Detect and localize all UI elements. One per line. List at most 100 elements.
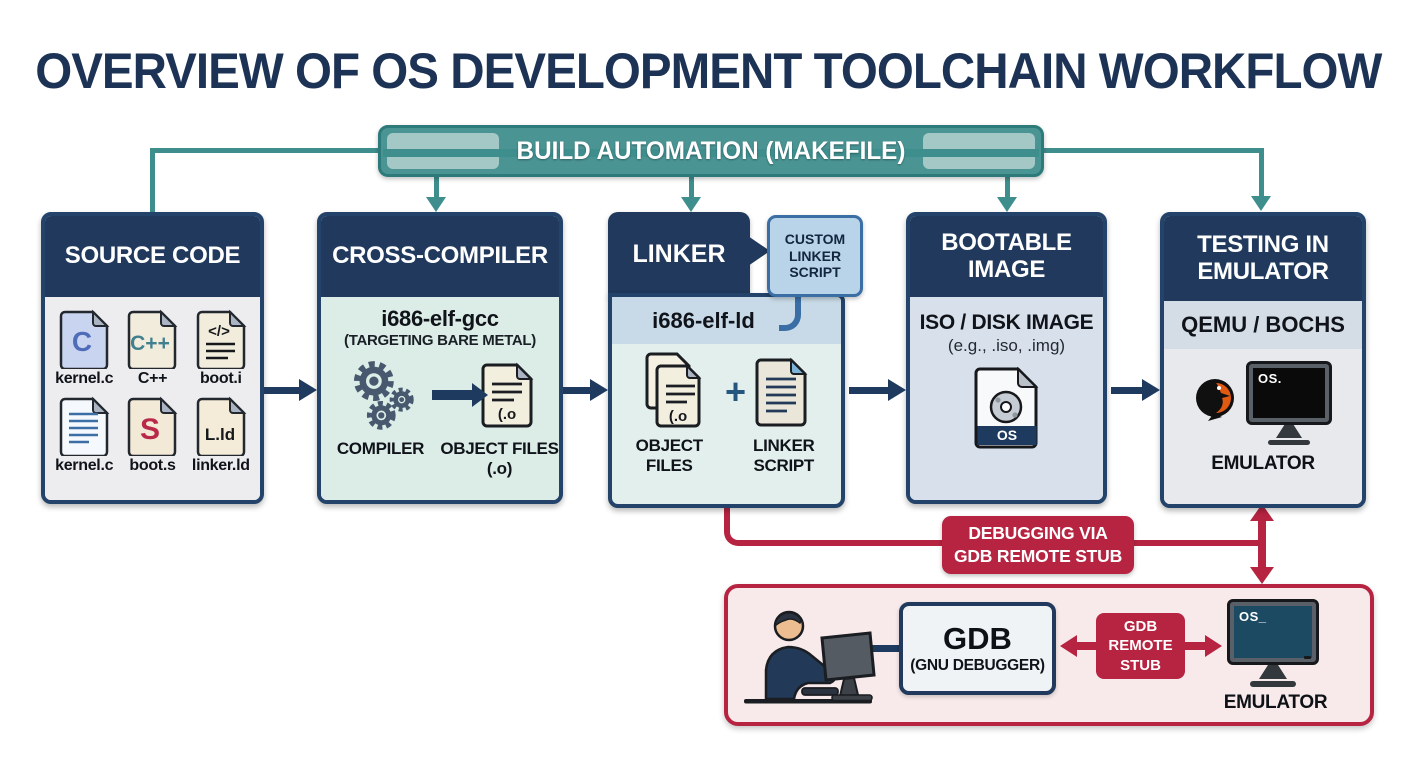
- file-linker-ld: L.ld linker.ld: [190, 396, 252, 475]
- compiler-tool-name: i686-elf-gcc: [381, 306, 499, 331]
- iso-subtitle: (e.g., .iso, .img): [947, 336, 1066, 355]
- file-boot-i: </> boot.i: [190, 309, 252, 388]
- file-label: kernel.c: [55, 457, 114, 475]
- bootable-image-box: BOOTABLE IMAGE ISO / DISK IMAGE (e.g., .…: [906, 212, 1107, 504]
- callout-line: LINKER: [788, 247, 842, 264]
- file-label: kernel.c: [55, 370, 114, 387]
- debug-path-label-line2: GDB REMOTE STUB: [953, 546, 1123, 566]
- testing-title: TESTING IN EMULATOR: [1164, 216, 1362, 301]
- object-files-label: OBJECT FILES: [635, 436, 703, 475]
- linker-script-label: LINKER SCRIPT: [753, 436, 815, 475]
- cpp-file-icon: C++: [128, 309, 178, 369]
- gears-icon: [353, 361, 414, 430]
- arrow-banner-to-compiler: [434, 177, 439, 198]
- compiler-label: COMPILER: [336, 439, 425, 458]
- arrow-linker-to-image: [849, 387, 890, 394]
- person-at-computer-illustration: [744, 610, 876, 704]
- c-file-icon: C: [59, 309, 110, 369]
- callout-line: SCRIPT: [789, 264, 841, 281]
- arrow-banner-to-image: [1005, 177, 1010, 198]
- file-cpp: C++ C++: [121, 309, 183, 388]
- svg-text:L.ld: L.ld: [205, 425, 235, 444]
- arrowhead-compiler: [299, 379, 317, 401]
- file-label: linker.ld: [191, 457, 250, 475]
- line-to-source-code: [150, 148, 155, 212]
- arrowhead-down-testing: [1251, 196, 1271, 211]
- stub-left-shaft: [1075, 642, 1098, 650]
- linker-callout-pointer: [748, 236, 770, 266]
- debug-emulator-monitor-icon: OS_: [1227, 599, 1319, 687]
- build-automation-banner: BUILD AUTOMATION (MAKEFILE): [378, 125, 1044, 177]
- svg-text:</>: </>: [208, 323, 230, 340]
- file-label: boot.s: [129, 457, 176, 475]
- page-title: OVERVIEW OF OS DEVELOPMENT TOOLCHAIN WOR…: [35, 43, 1382, 99]
- object-files-stack-icon: (.o: [645, 352, 702, 428]
- iso-disc-icon: OS: [974, 366, 1038, 449]
- arrowhead-right-monitor: [1205, 635, 1222, 657]
- arrowhead-left-gdb: [1060, 635, 1077, 657]
- source-code-box: SOURCE CODE C kernel.c C++: [41, 212, 264, 504]
- cross-compiler-title: CROSS-COMPILER: [321, 216, 559, 297]
- debug-emulator-screen-text: OS_: [1234, 606, 1312, 658]
- gdb-remote-stub-badge: GDB REMOTE STUB: [1096, 613, 1185, 679]
- arrow-banner-to-linker: [689, 177, 694, 198]
- banner-stripe: [383, 149, 1039, 157]
- object-file-icon: (.o: [481, 362, 534, 428]
- ld-file-icon: L.ld: [196, 396, 247, 457]
- object-files-label: OBJECT FILES (.o): [440, 439, 559, 478]
- stub-line: GDB: [1123, 617, 1158, 635]
- arrowhead-down-compiler: [426, 197, 446, 212]
- arrowhead-linker: [590, 379, 608, 401]
- svg-text:C++: C++: [131, 332, 171, 355]
- text-file-icon: [59, 396, 110, 457]
- compiler-subtitle: (TARGETING BARE METAL): [344, 332, 536, 349]
- asm-file-icon: S: [128, 396, 178, 457]
- custom-linker-script-callout: CUSTOM LINKER SCRIPT: [767, 215, 863, 297]
- stub-line: STUB: [1120, 656, 1161, 674]
- linker-tool-name: i686-elf-ld: [612, 297, 841, 344]
- arrowhead-image: [888, 379, 906, 401]
- linker-title: LINKER: [608, 212, 750, 297]
- debug-path-label: DEBUGGING VIA GDB REMOTE STUB: [942, 516, 1134, 574]
- debug-emulator-label: EMULATOR: [1223, 692, 1328, 713]
- gdb-title: GDB: [943, 620, 1012, 656]
- arrowhead-down-linker: [681, 197, 701, 212]
- file-label: boot.i: [199, 370, 242, 387]
- file-label: C++: [137, 370, 168, 387]
- callout-connector: [779, 293, 801, 331]
- file-kernel-c-2: kernel.c: [53, 396, 115, 475]
- linker-box: i686-elf-ld (.o + OBJECT FILES LINKER SC…: [608, 293, 845, 508]
- file-kernel-c: C kernel.c: [53, 309, 115, 388]
- emulator-label: EMULATOR: [1211, 453, 1315, 474]
- plus-icon: +: [724, 371, 747, 412]
- debug-double-arrow-shaft: [1258, 518, 1266, 572]
- arrow-compiler-to-linker: [563, 387, 592, 394]
- qemu-logo-icon: [1196, 379, 1234, 421]
- code-file-icon: </>: [196, 309, 247, 369]
- emulator-monitor-icon: OS.: [1246, 361, 1332, 445]
- bootable-image-title: BOOTABLE IMAGE: [910, 216, 1103, 297]
- testing-emulator-box: TESTING IN EMULATOR QEMU / BOCHS OS.: [1160, 212, 1366, 508]
- svg-text:S: S: [140, 413, 160, 446]
- iso-title: ISO / DISK IMAGE: [919, 311, 1094, 334]
- source-code-title: SOURCE CODE: [45, 216, 260, 297]
- arrow-image-to-testing: [1111, 387, 1144, 394]
- banner-label: BUILD AUTOMATION (MAKEFILE): [516, 136, 906, 165]
- debug-path-label-line1: DEBUGGING VIA: [968, 522, 1108, 543]
- arrowhead-testing: [1142, 379, 1160, 401]
- svg-text:C: C: [72, 326, 92, 357]
- gdb-box: GDB (GNU DEBUGGER): [899, 602, 1056, 695]
- svg-text:OS: OS: [996, 427, 1016, 443]
- arrow-compile-icon: [432, 383, 488, 407]
- stub-line: REMOTE: [1108, 637, 1173, 655]
- line-to-testing: [1259, 148, 1264, 198]
- person-to-gdb-connector: [852, 645, 902, 652]
- qemu-bochs-label: QEMU / BOCHS: [1164, 301, 1362, 349]
- callout-line: CUSTOM: [784, 231, 846, 248]
- arrowhead-up-emulator: [1250, 504, 1274, 521]
- arrow-source-to-compiler: [264, 387, 301, 394]
- gdb-subtitle: (GNU DEBUGGER): [910, 656, 1045, 674]
- cross-compiler-box: CROSS-COMPILER i686-elf-gcc (TARGETING B…: [317, 212, 563, 504]
- svg-text:(.o: (.o: [669, 408, 687, 425]
